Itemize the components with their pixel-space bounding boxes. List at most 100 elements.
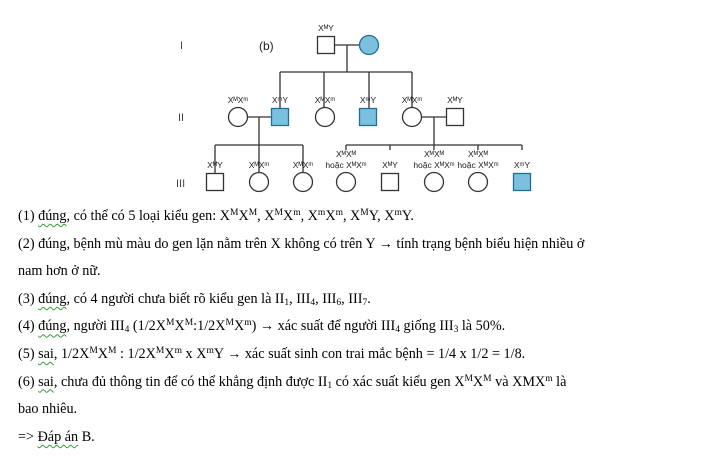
verdict-word: đúng [38, 318, 67, 335]
genotype-label: XᴹXᵐ [228, 95, 249, 105]
affected-male-gen3-8 [512, 172, 532, 192]
genotype-label: hoặc XᴹXᵐ [413, 160, 454, 170]
text-segment: 6 [336, 297, 342, 308]
genotype-label: XᴹY [318, 23, 334, 33]
text-segment: M [248, 208, 258, 218]
verdict-word: đúng [38, 208, 67, 224]
genotype-label: XᴹY [207, 160, 223, 170]
text-segment: là [552, 373, 567, 390]
text-segment: , III [315, 290, 337, 307]
female-gen3-2 [248, 171, 270, 193]
text-segment: X [282, 208, 294, 224]
text-segment: m [394, 208, 402, 218]
genotype-label: XᴹY [382, 160, 398, 170]
text-segment: M [360, 208, 369, 218]
text-segment: ) → xác suất để người III [251, 318, 396, 335]
text-segment: X [174, 318, 185, 335]
answer-line-4: (3) đúng, có 4 người chưa biết rõ kiểu g… [18, 286, 718, 314]
genotype-label: XᵐY [272, 95, 289, 105]
female-gen3-4 [335, 171, 357, 193]
text-segment: m [206, 345, 214, 356]
genotype-label: XᴹY [447, 95, 463, 105]
text-segment: M [274, 208, 283, 218]
female-gen2-5 [401, 106, 423, 128]
answer-line-2: (2) đúng, bệnh mù màu do gen lặn nằm trê… [18, 231, 718, 259]
text-segment: (1/2X [129, 318, 167, 335]
text-segment: X [97, 345, 109, 362]
text-segment: B. [78, 428, 95, 445]
answer-line-7: (6) sai, chưa đủ thông tin để có thể khẳ… [18, 369, 718, 397]
male-gen1-1 [316, 35, 336, 55]
text-segment: , người III [66, 318, 125, 335]
text-segment: 1 [327, 380, 333, 391]
text-segment: , có thể có 5 loại kiểu gen: X [66, 208, 230, 224]
male-gen2-6 [445, 107, 465, 127]
text-segment: 4 [395, 325, 400, 336]
text-segment: M [483, 373, 492, 384]
generation-label-2: II [178, 112, 184, 124]
text-segment: M [184, 318, 194, 329]
affected-female-gen1-2 [358, 34, 380, 56]
affected-male-gen2-4 [358, 107, 378, 127]
text-segment: 7 [362, 297, 368, 308]
answer-line-5: (4) đúng, người III4 (1/2XMXM:1/2XMXm) →… [18, 313, 718, 341]
text-segment: m [174, 345, 182, 356]
genotype-label: XᵐY [360, 95, 377, 105]
text-segment: là 50%. [458, 318, 506, 335]
text-segment: M [89, 345, 98, 356]
text-segment: và XMX [491, 373, 546, 390]
text-segment: X [238, 208, 249, 224]
text-segment: X [325, 208, 336, 224]
text-segment: (4) [18, 318, 39, 335]
female-gen3-7 [467, 171, 489, 193]
text-segment: X [164, 345, 175, 362]
text-segment: :1/2X [193, 318, 226, 335]
genotype-label: XᴹXᵐ [293, 160, 314, 170]
male-gen3-5 [380, 172, 400, 192]
text-segment: Y, X [368, 208, 395, 224]
text-segment: , III [289, 290, 311, 307]
text-segment: x X [182, 345, 207, 362]
text-segment: Y → xác suất sinh con trai mắc bệnh = 1/… [213, 345, 526, 362]
text-segment: m [335, 208, 343, 218]
panel-label: (b) [259, 39, 274, 53]
text-segment: (6) [18, 373, 39, 390]
text-segment: : 1/2X [116, 345, 156, 362]
text-segment: => [18, 428, 38, 445]
text-segment: M [166, 318, 175, 329]
text-segment: (3) [18, 290, 39, 307]
genotype-label: XᴹXᴹ [424, 149, 445, 159]
male-gen3-1 [205, 172, 225, 192]
text-segment: M [155, 345, 165, 356]
text-segment: M [225, 318, 234, 329]
text-segment: , 1/2X [53, 345, 90, 362]
verdict-word: sai [38, 373, 54, 390]
text-segment: 1 [284, 297, 290, 308]
text-segment: m [317, 208, 326, 218]
genotype-label: XᴹXᵐ [402, 95, 423, 105]
verdict-word: đúng [38, 290, 67, 307]
text-segment: giống III [399, 318, 454, 335]
text-segment: X [472, 373, 484, 390]
text-segment: m [244, 318, 252, 329]
text-segment: m [293, 208, 301, 218]
answer-line-6: (5) sai, 1/2XMXM : 1/2XMXm x XmY → xác s… [18, 341, 718, 369]
text-segment: (2) đúng, bệnh mù màu do gen lặn nằm trê… [18, 235, 585, 252]
text-segment: Y. [401, 208, 414, 224]
female-gen2-3 [314, 106, 336, 128]
verdict-word: sai [38, 345, 54, 362]
answer-line-8: bao nhiêu. [18, 396, 718, 424]
genotype-label: hoặc XᴹXᵐ [325, 160, 366, 170]
genotype-label: XᴹXᵐ [315, 95, 336, 105]
text-segment: 4 [310, 297, 316, 308]
female-gen3-3 [292, 171, 314, 193]
genotype-label: XᴹXᴹ [468, 149, 489, 159]
text-segment: bao nhiêu. [18, 401, 78, 418]
text-segment: , X [257, 208, 275, 224]
affected-male-gen2-2 [270, 107, 290, 127]
generation-label-1: I [180, 40, 183, 52]
text-segment: có xác suất kiểu gen X [332, 373, 465, 390]
text-segment: , X [300, 208, 318, 224]
text-segment: 3 [453, 325, 459, 336]
